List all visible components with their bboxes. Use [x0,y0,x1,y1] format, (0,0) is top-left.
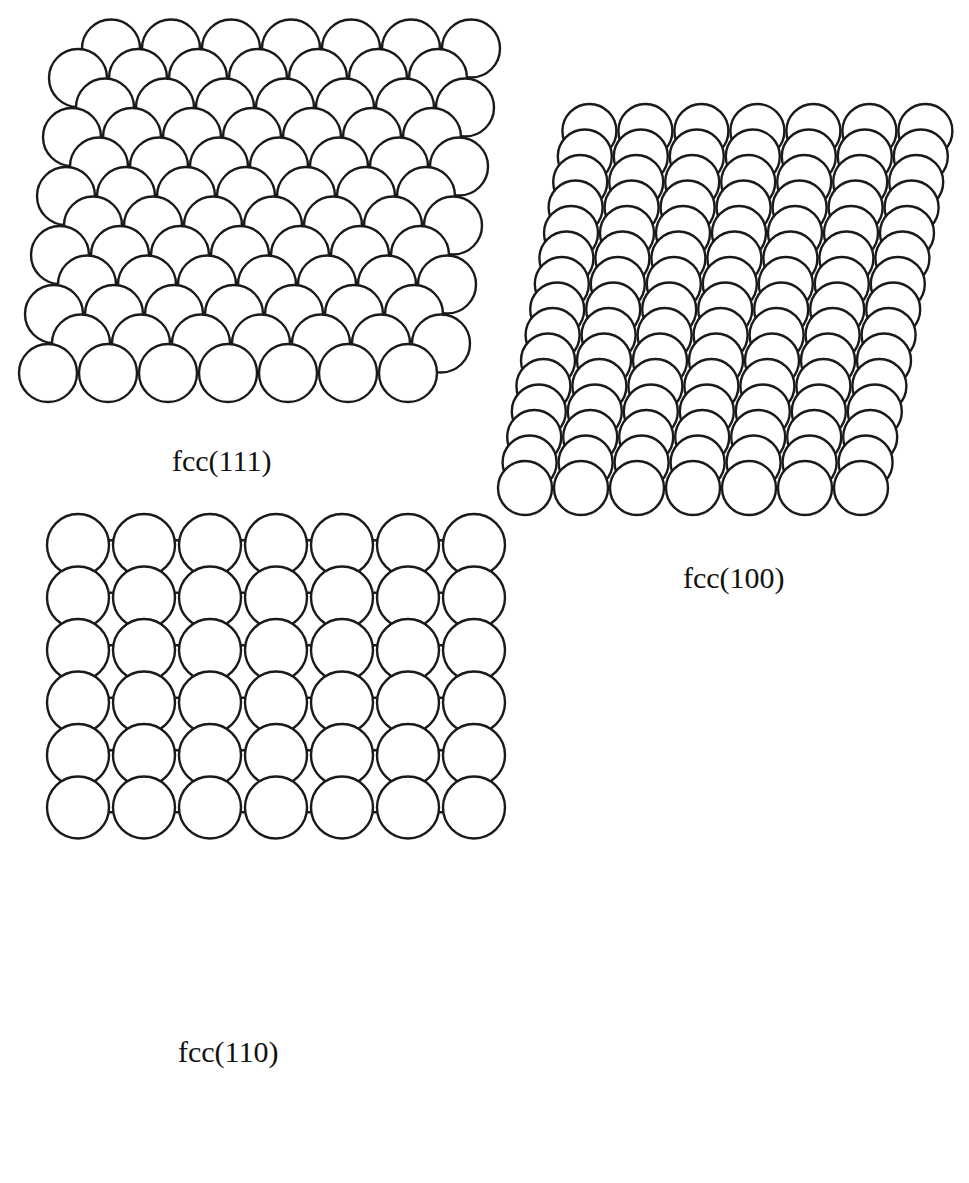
surface-atom [443,777,505,839]
atom [498,461,552,515]
atom [610,461,664,515]
atom [778,461,832,515]
atom [79,344,137,402]
fcc111-surface [19,20,500,403]
surface-label: fcc(100) [683,561,785,594]
surface-atom [47,777,109,839]
surface-atom [113,777,175,839]
atom [19,344,77,402]
atom [666,461,720,515]
atom [319,344,377,402]
atom [259,344,317,402]
fcc110-surface [47,514,505,839]
surface-atom [311,777,373,839]
surface-label: fcc(111) [172,444,271,477]
fcc100-surface [498,104,952,515]
surface-label: fcc(110) [178,1035,279,1068]
atom [379,344,437,402]
surface-atom [179,777,241,839]
atom [722,461,776,515]
atom [199,344,257,402]
surface-atom [245,777,307,839]
atom [554,461,608,515]
atom [834,461,888,515]
surface-atom [377,777,439,839]
atom [139,344,197,402]
